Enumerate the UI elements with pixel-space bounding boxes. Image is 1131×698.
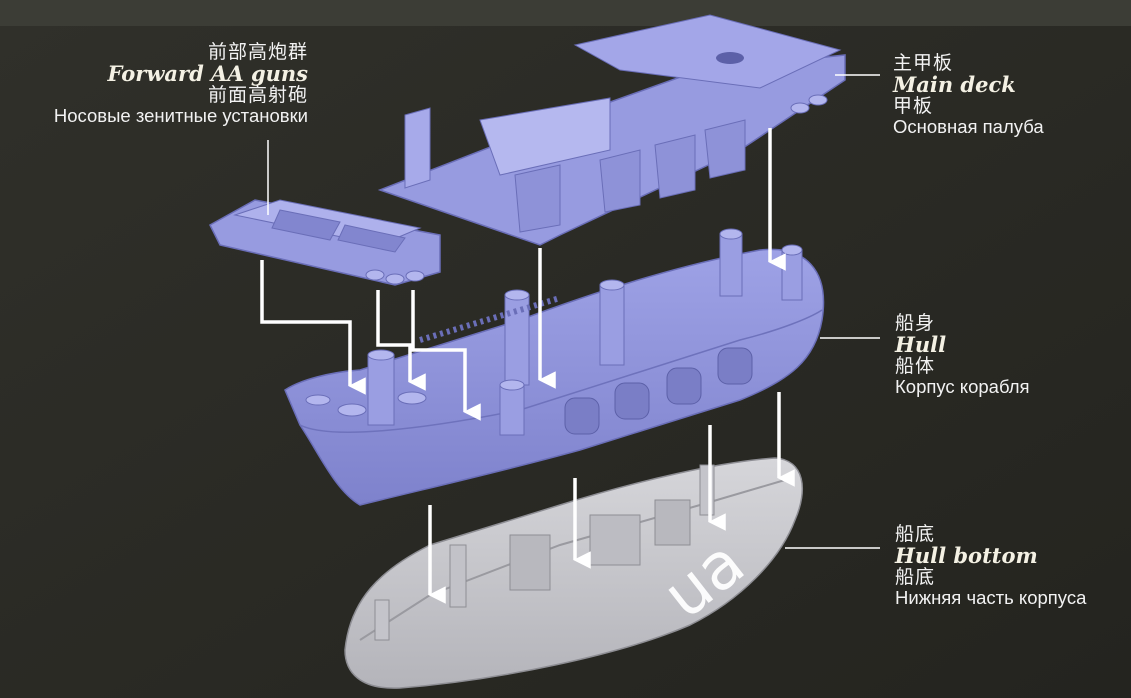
forward-aa-guns-label: 前部高炮群 Forward AA guns 前面高射砲 Носовые зени… bbox=[8, 42, 308, 126]
arrow-aa-right bbox=[411, 290, 481, 421]
main-deck-part bbox=[377, 14, 846, 246]
forward-aa-cn-subtitle: 前面高射砲 bbox=[207, 84, 308, 107]
hull-label: 船身 Hull 船体 Корпус корабля bbox=[895, 313, 1030, 397]
arrow-aa-mid bbox=[376, 290, 426, 391]
main-deck-en-title: Main deck bbox=[893, 71, 1016, 97]
main-deck-cn-subtitle: 甲板 bbox=[893, 95, 934, 118]
hull-ru-title: Корпус корабля bbox=[895, 375, 1030, 397]
leader-lines bbox=[267, 74, 880, 549]
hull-en-title: Hull bbox=[895, 331, 947, 357]
forward-aa-ru-title: Носовые зенитные установки bbox=[53, 104, 308, 126]
hull-cn-title: 船身 bbox=[895, 312, 936, 334]
hull-bottom-part bbox=[344, 457, 803, 689]
hull-bottom-ru-title: Нижняя часть корпуса bbox=[895, 586, 1087, 608]
assembly-arrows bbox=[260, 128, 795, 604]
main-deck-label: 主甲板 Main deck 甲板 Основная палуба bbox=[893, 53, 1044, 137]
forward-aa-cn-title: 前部高炮群 bbox=[207, 41, 308, 63]
hull-bottom-en-title: Hull bottom bbox=[895, 542, 1038, 568]
main-deck-cn-title: 主甲板 bbox=[893, 52, 954, 74]
hull-bottom-label: 船底 Hull bottom 船底 Нижняя часть корпуса bbox=[895, 524, 1086, 608]
hull-bottom-cn-title: 船底 bbox=[895, 523, 936, 545]
forward-aa-guns-part bbox=[209, 199, 441, 286]
hull-bottom-cn-subtitle: 船底 bbox=[895, 566, 936, 589]
forward-aa-en-title: Forward AA guns bbox=[107, 60, 308, 86]
hull-cn-subtitle: 船体 bbox=[895, 355, 936, 378]
main-deck-ru-title: Основная палуба bbox=[893, 115, 1044, 137]
arrow-aa-left bbox=[260, 260, 366, 395]
